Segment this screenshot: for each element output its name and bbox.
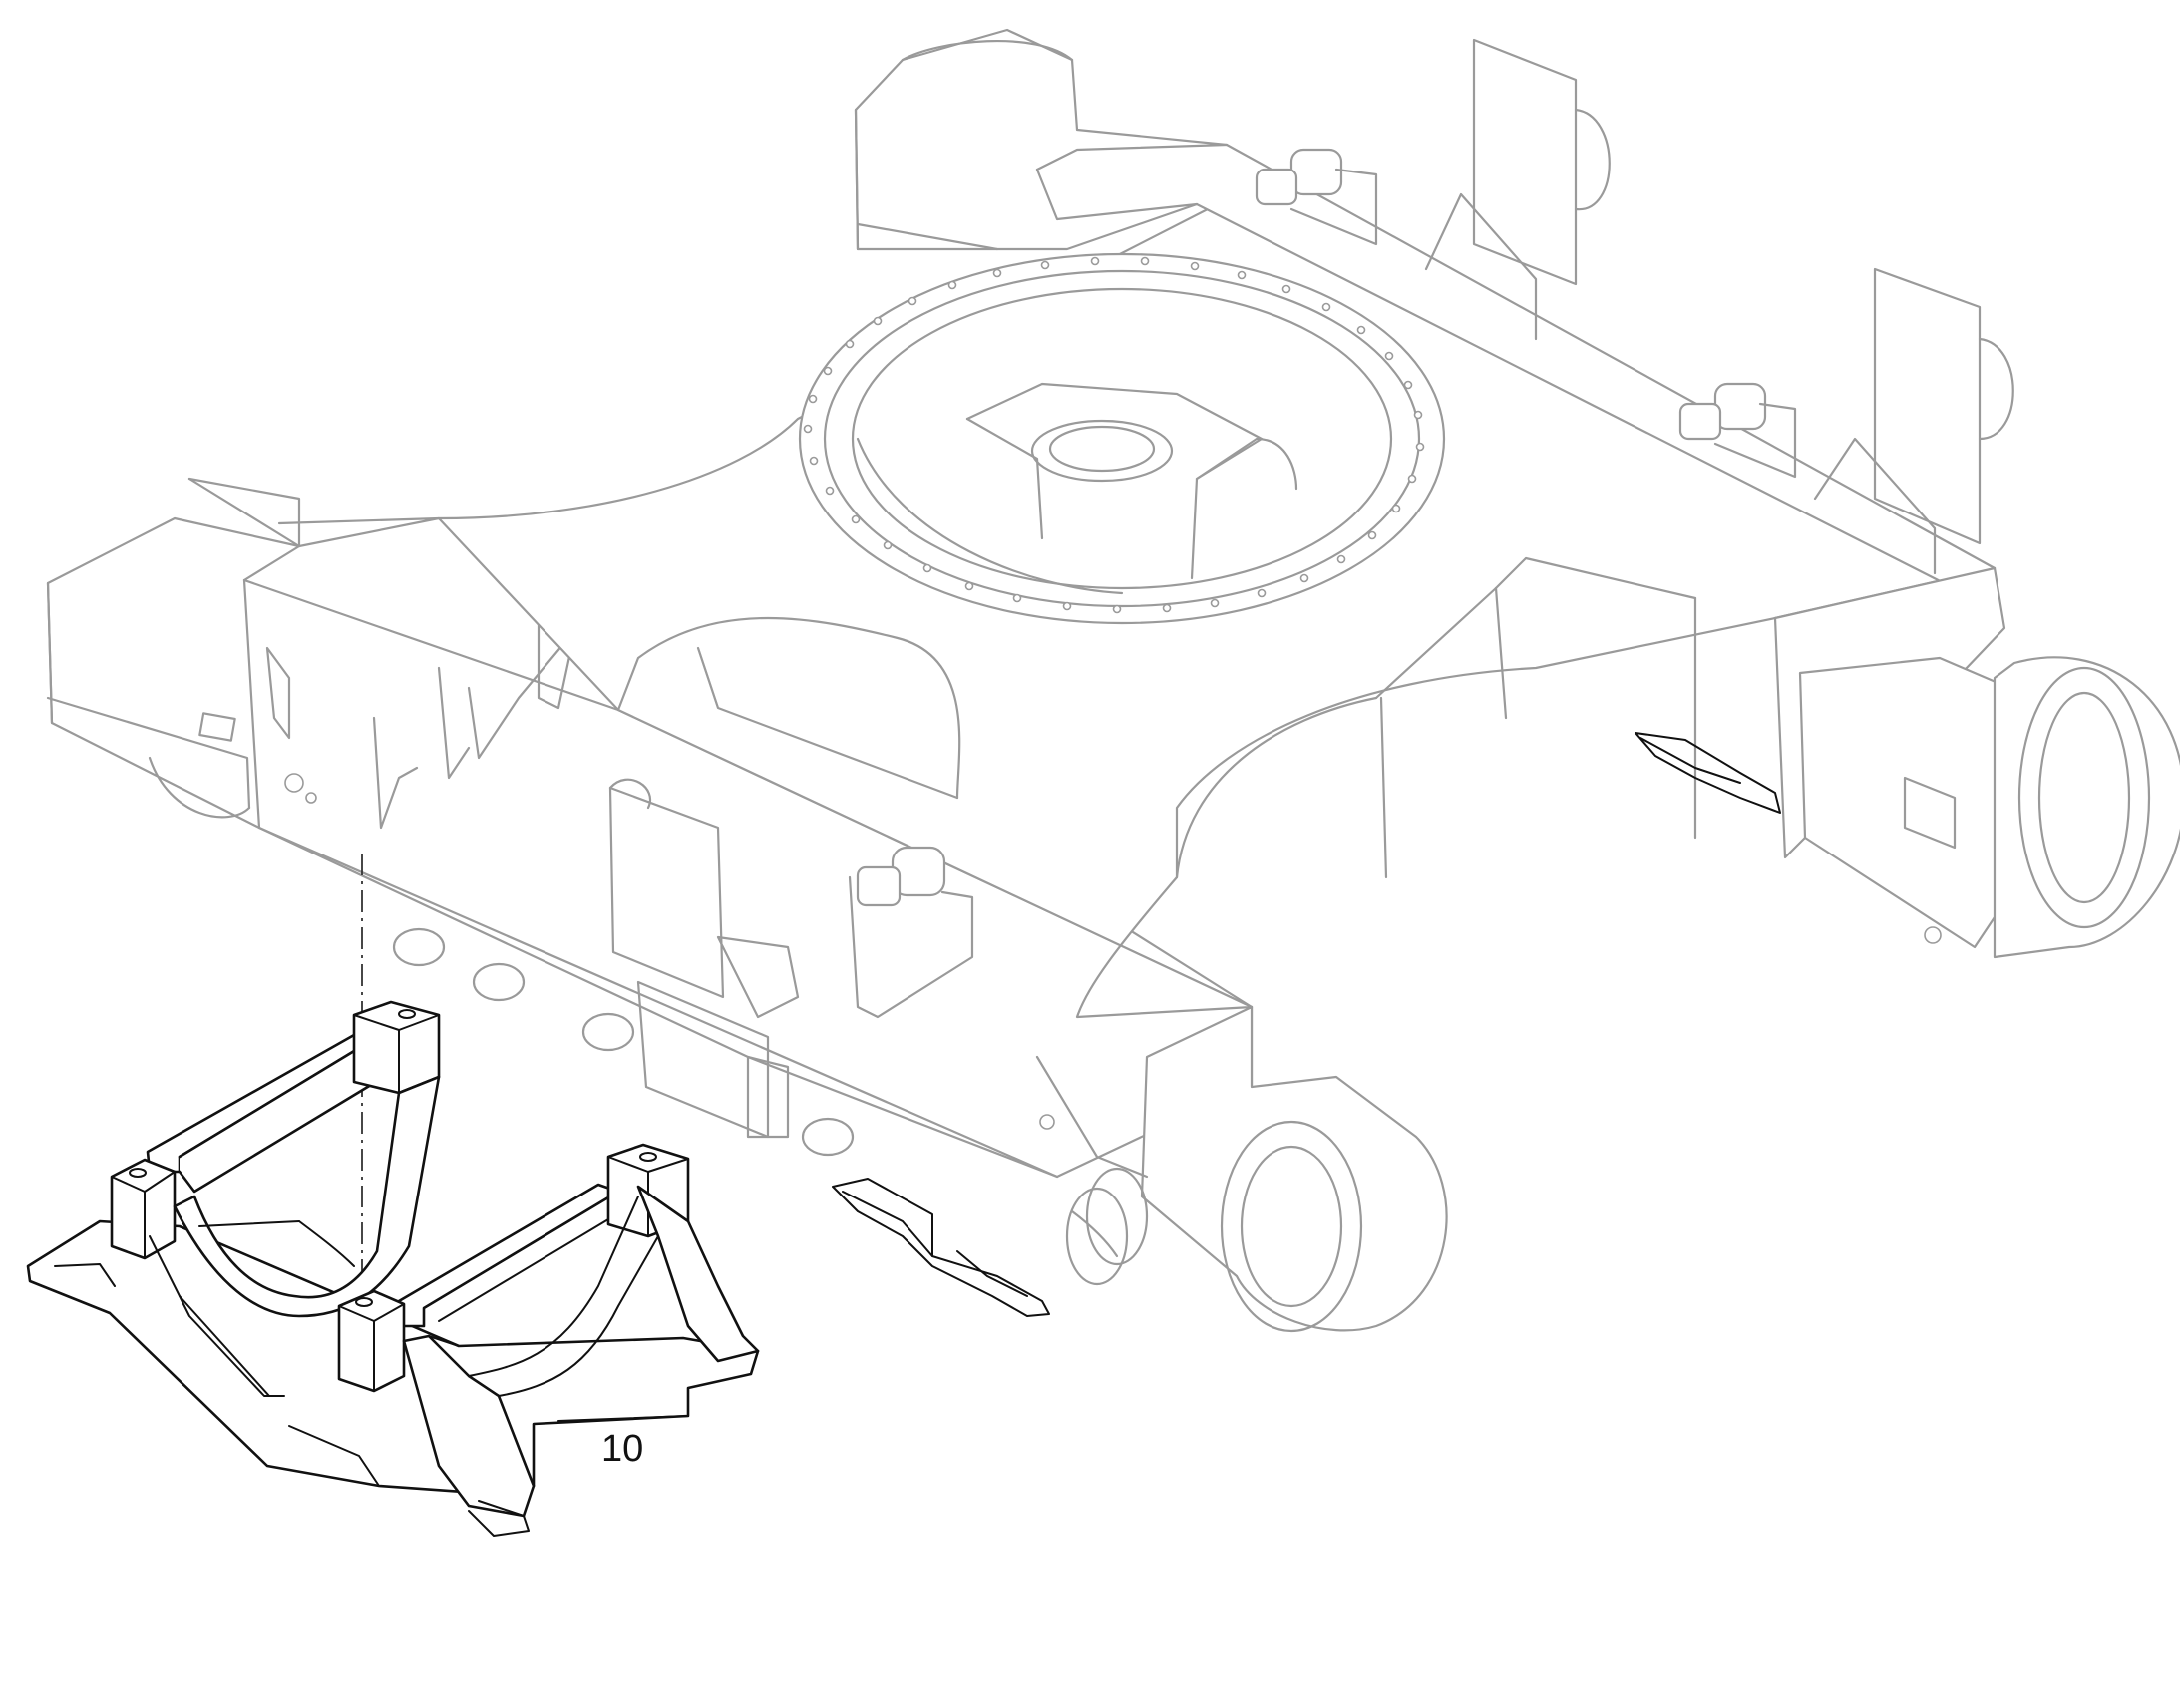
lower-roller-chain: [1065, 1167, 1149, 1286]
part-10-bracket: [26, 1000, 760, 1537]
swing-bearing-ring: [798, 252, 1446, 625]
track-idler-housing: [1035, 1005, 1448, 1333]
part-callout-10: 10: [601, 1428, 644, 1470]
upper-carrier-roller: [1255, 148, 1378, 246]
front-carrier-roller: [848, 846, 974, 1019]
upper-carrier-roller-2: [1678, 382, 1797, 479]
undercarriage-carbody-ghost: [46, 28, 2180, 1333]
right-track-frame: [854, 28, 2014, 598]
track-shoe-segment: [832, 732, 1781, 1317]
ring-bolt-holes: [803, 256, 1425, 614]
step-ladder: [608, 778, 800, 1139]
final-drive-sprocket: [1773, 566, 2180, 959]
